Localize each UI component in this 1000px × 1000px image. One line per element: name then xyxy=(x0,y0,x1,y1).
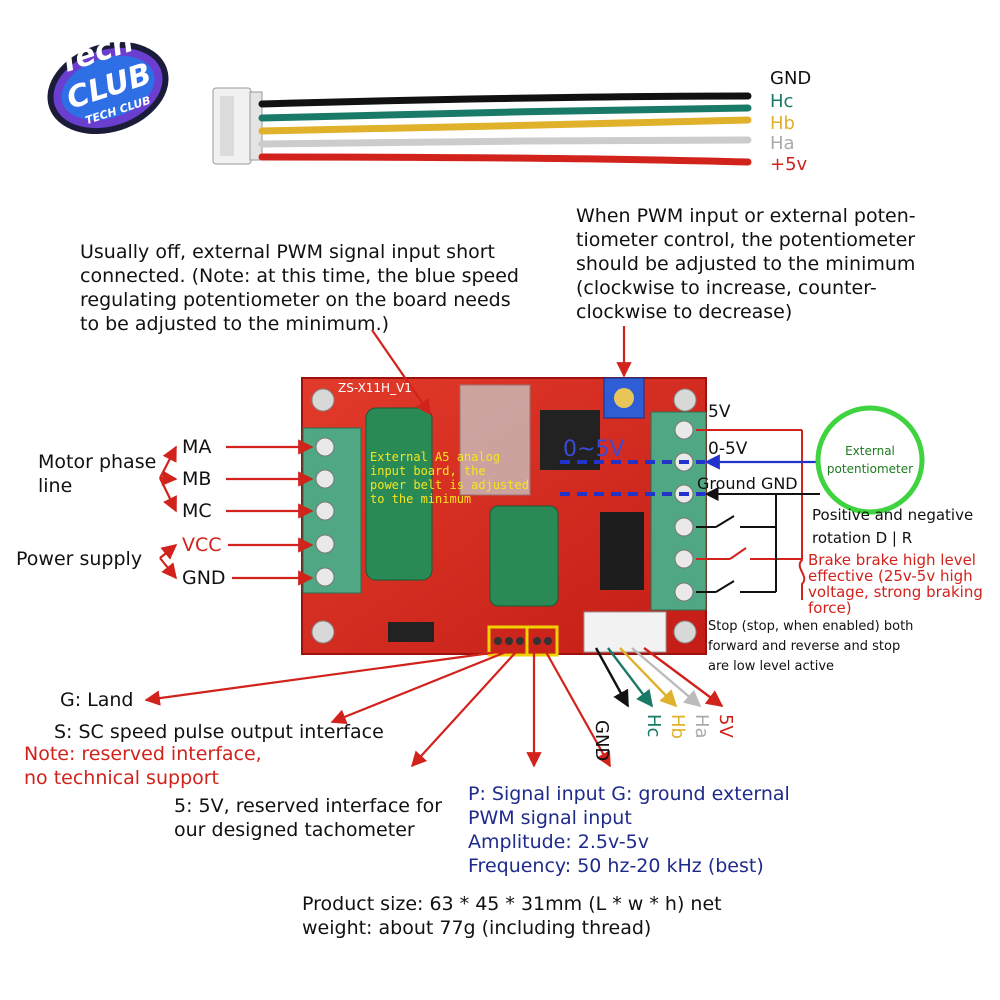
pwm-short-line: connected. (Note: at this time, the blue… xyxy=(80,265,519,287)
g-land-label: G: Land xyxy=(60,689,134,711)
phase-mc-label: MC xyxy=(182,500,212,522)
s-speed-label: S: SC speed pulse output interface xyxy=(54,721,384,743)
pot-note-line: should be adjusted to the minimum xyxy=(576,253,916,275)
motor-phase-line: line xyxy=(38,475,73,497)
wire-label-ha: Ha xyxy=(770,133,795,154)
brake-line: voltage, strong braking xyxy=(808,583,983,601)
board-overlay-note: External A5 analog input board, the powe… xyxy=(370,450,529,506)
hall-pin-gnd-label: GND xyxy=(591,720,612,762)
brake-line: effective (25v-5v high xyxy=(808,567,973,585)
gnd-label: GND xyxy=(182,567,226,589)
hall-pin-hc-label: Hc xyxy=(643,714,664,738)
wire-label-hb: Hb xyxy=(770,113,795,134)
pwm-short-note: Usually off, external PWM signal input s… xyxy=(80,240,519,336)
pwm-info-line: Frequency: 50 hz-20 kHz (best) xyxy=(468,855,764,877)
hall-pin-5v-label: 5V xyxy=(715,714,736,738)
wire-label-5v: +5v xyxy=(770,154,808,175)
product-size-info: Product size: 63 * 45 * 31mm (L * w * h)… xyxy=(302,892,722,940)
pot-note-line: clockwise to decrease) xyxy=(576,301,793,323)
five-v-label: 5: 5V, reserved interface for our design… xyxy=(174,794,442,842)
stop-line: forward and reverse and stop xyxy=(708,639,901,654)
stop-line: Stop (stop, when enabled) both xyxy=(708,619,914,634)
external-potentiometer-label: External potentiometer xyxy=(825,442,915,478)
pot-note-line: tiometer control, the potentiometer xyxy=(576,229,916,251)
external-potentiometer-icon xyxy=(815,405,925,515)
reserved-note-line: no technical support xyxy=(24,767,220,789)
five-v-line: 5: 5V, reserved interface for xyxy=(174,795,443,817)
pwm-short-line: Usually off, external PWM signal input s… xyxy=(80,241,496,263)
motor-phase-label: Motor phase line xyxy=(38,450,156,498)
phase-ma-label: MA xyxy=(182,436,212,458)
brake-line: force) xyxy=(808,599,852,617)
hall-pin-hb-label: Hb xyxy=(667,714,688,739)
direction-line: rotation D | R xyxy=(812,529,913,547)
pwm-short-line: regulating potentiometer on the board ne… xyxy=(80,289,511,311)
stop-label: Stop (stop, when enabled) both forward a… xyxy=(708,617,913,677)
tech-club-logo-icon xyxy=(47,41,169,135)
pcb-board xyxy=(301,377,707,657)
stop-line: are low level active xyxy=(708,659,835,674)
product-line: weight: about 77g (including thread) xyxy=(302,917,652,939)
vcc-label: VCC xyxy=(182,534,222,556)
power-supply-label: Power supply xyxy=(16,548,143,570)
board-model-label: ZS-X11H_V1 xyxy=(338,381,412,395)
pwm-info-line: Amplitude: 2.5v-5v xyxy=(468,831,649,853)
board-overlay-line: to the minimum xyxy=(370,492,472,506)
pwm-info-line: PWM signal input xyxy=(468,807,632,829)
hall-cable-wires xyxy=(258,92,752,166)
pin-5v-label: 5V xyxy=(708,402,731,422)
ground-gnd-label: Ground GND xyxy=(697,474,798,493)
hall-cable-connector-icon xyxy=(212,87,263,165)
brake-line: Brake brake high level xyxy=(808,551,976,569)
ext-pot-line: External xyxy=(845,444,895,458)
board-overlay-line: External A5 analog xyxy=(370,450,501,464)
phase-mb-label: MB xyxy=(182,468,212,490)
hall-pin-ha-label: Ha xyxy=(691,714,712,739)
pwm-input-info: P: Signal input G: ground external PWM s… xyxy=(468,782,790,878)
potentiometer-note: When PWM input or external poten- tiomet… xyxy=(576,204,916,324)
reserved-note-line: Note: reserved interface, xyxy=(24,743,262,765)
pot-note-line: (clockwise to increase, counter- xyxy=(576,277,877,299)
board-overlay-line: power belt is adjusted xyxy=(370,478,529,492)
direction-label: Positive and negative rotation D | R xyxy=(812,506,973,548)
motor-phase-line: Motor phase xyxy=(38,451,157,473)
ext-pot-line: potentiometer xyxy=(826,462,914,476)
wire-label-gnd: GND xyxy=(770,68,812,89)
reserved-note: Note: reserved interface, no technical s… xyxy=(24,742,262,790)
direction-line: Positive and negative xyxy=(812,506,974,524)
pwm-short-line: to be adjusted to the minimum.) xyxy=(80,313,390,335)
wire-label-hc: Hc xyxy=(770,91,794,112)
pin-0-5v-label: 0-5V xyxy=(708,439,748,459)
brake-label: Brake brake high level effective (25v-5v… xyxy=(808,552,983,616)
board-voltage-label: 0~5V xyxy=(563,437,625,462)
pwm-info-line: P: Signal input G: ground external xyxy=(468,783,790,805)
pot-note-line: When PWM input or external poten- xyxy=(576,205,916,227)
board-overlay-line: input board, the xyxy=(370,464,486,478)
product-line: Product size: 63 * 45 * 31mm (L * w * h)… xyxy=(302,893,722,915)
five-v-line: our designed tachometer xyxy=(174,819,415,841)
